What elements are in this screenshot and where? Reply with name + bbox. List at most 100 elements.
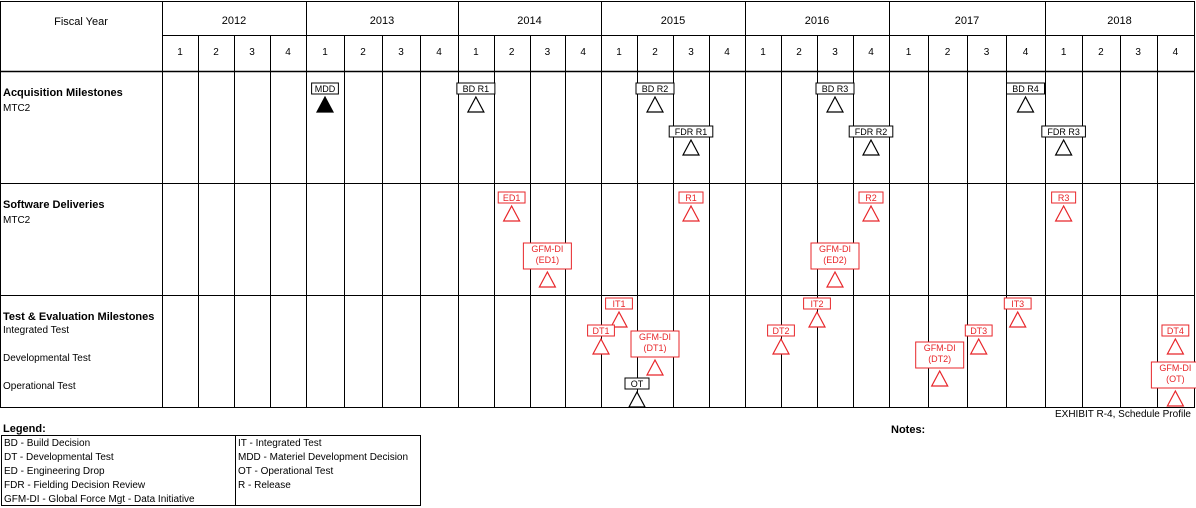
milestone-triangle (1054, 204, 1073, 222)
milestone-label: (ED1) (536, 255, 560, 265)
milestone: R2 (858, 191, 884, 222)
year-label: 2015 (661, 15, 685, 27)
milestone: GFM-DI(DT1) (630, 330, 680, 376)
grid-border (0, 1, 1195, 408)
milestone: R3 (1051, 191, 1077, 222)
milestone-triangle (826, 95, 844, 113)
quarter-label: 3 (984, 47, 990, 58)
year-label: 2018 (1107, 15, 1131, 27)
milestone-box (1150, 361, 1196, 389)
milestone: FDR R3 (1041, 125, 1086, 156)
quarter-label: 4 (868, 47, 874, 58)
section-sublabel: MTC2 (3, 103, 31, 114)
quarter-label: 1 (473, 47, 479, 58)
milestone: BD R3 (815, 82, 855, 113)
legend-divider (235, 436, 236, 505)
milestone-label: OT (631, 379, 644, 389)
milestone-box (1161, 324, 1190, 337)
milestone: R1 (678, 191, 704, 222)
quarter-label: 2 (652, 47, 658, 58)
legend-entry: ED - Engineering Drop (4, 466, 105, 477)
quarter-label: 3 (398, 47, 404, 58)
milestone-box (848, 125, 894, 138)
milestone-box (635, 82, 675, 95)
year-label: 2017 (955, 15, 979, 27)
milestone-box (456, 82, 496, 95)
milestone-label: FDR R1 (675, 127, 708, 137)
milestone-label: IT1 (612, 299, 625, 309)
section-sublabel: Developmental Test (3, 353, 91, 364)
quarter-label: 4 (285, 47, 291, 58)
milestone-triangle (646, 95, 664, 113)
legend-entry: MDD - Materiel Development Decision (238, 452, 409, 463)
milestone-triangle (930, 369, 949, 387)
milestone-box (810, 242, 860, 270)
milestone-box (624, 377, 650, 390)
year-label: 2012 (222, 15, 246, 27)
milestone-label: BD R3 (822, 84, 849, 94)
quarter-label: 4 (580, 47, 586, 58)
milestone-box (1006, 82, 1045, 95)
milestone-filled-triangle (316, 95, 334, 113)
year-label: 2016 (805, 15, 829, 27)
milestone-box (311, 82, 339, 95)
quarter-label: 1 (1061, 47, 1067, 58)
quarter-label: 3 (1135, 47, 1141, 58)
milestone-box (803, 297, 831, 310)
milestone-label: IT3 (1011, 299, 1024, 309)
milestone-triangle (466, 95, 485, 113)
section-title: Test & Evaluation Milestones (3, 311, 154, 323)
milestone-triangle (772, 337, 790, 355)
milestone-triangle (808, 310, 826, 328)
milestone-triangle (682, 138, 700, 156)
milestone-triangle (502, 204, 521, 222)
milestone-box (1041, 125, 1086, 138)
milestone: GFM-DI(ED2) (810, 242, 860, 288)
milestone: DT3 (964, 324, 993, 355)
milestone: DT4 (1161, 324, 1190, 355)
milestone: BD R2 (635, 82, 675, 113)
milestone-label: (DT1) (644, 343, 667, 353)
milestone-label: DT4 (1167, 326, 1184, 336)
milestone-triangle (1166, 337, 1185, 355)
milestone: BD R4 (1006, 82, 1045, 113)
quarter-label: 2 (945, 47, 951, 58)
milestone-box (497, 191, 526, 204)
quarter-label: 3 (545, 47, 551, 58)
milestone-triangle (969, 337, 988, 355)
milestone-label: DT3 (970, 326, 987, 336)
milestone-label: ED1 (503, 193, 521, 203)
milestone-box (678, 191, 704, 204)
milestone-triangle (610, 310, 628, 328)
milestone-box (1003, 297, 1032, 310)
milestone: FDR R2 (848, 125, 894, 156)
section-title: Acquisition Milestones (3, 87, 123, 99)
milestones: MDD BD R1 BD R2 BD R3 BD R4 FDR R1 FDR R2 FDR R… (311, 82, 1196, 408)
milestone-label: GFM-DI (639, 332, 671, 342)
milestone-triangle (646, 358, 664, 376)
milestone-label: GFM-DI (924, 343, 956, 353)
milestone-box (587, 324, 615, 337)
milestone-label: GFM-DI (1159, 363, 1191, 373)
year-label: 2013 (370, 15, 394, 27)
quarter-label: 2 (796, 47, 802, 58)
legend-entry: BD - Build Decision (4, 438, 91, 449)
milestone: IT3 (1003, 297, 1032, 328)
milestone: OT (624, 377, 650, 408)
quarter-label: 1 (760, 47, 766, 58)
quarter-label: 2 (360, 47, 366, 58)
milestone-triangle (1166, 389, 1185, 407)
milestone-triangle (1054, 138, 1073, 156)
milestone-triangle (1008, 310, 1027, 328)
fiscal-year-label: Fiscal Year (54, 16, 108, 28)
quarter-label: 1 (616, 47, 622, 58)
milestone-triangle (592, 337, 610, 355)
exhibit-label: EXHIBIT R-4, Schedule Profile (1055, 409, 1191, 420)
milestone-label: (ED2) (823, 255, 847, 265)
milestone-label: GFM-DI (531, 244, 563, 254)
milestone-label: FDR R3 (1047, 127, 1080, 137)
legend-title: Legend: (3, 423, 46, 435)
milestone-label: MDD (315, 84, 336, 94)
milestone-label: BD R1 (463, 84, 490, 94)
